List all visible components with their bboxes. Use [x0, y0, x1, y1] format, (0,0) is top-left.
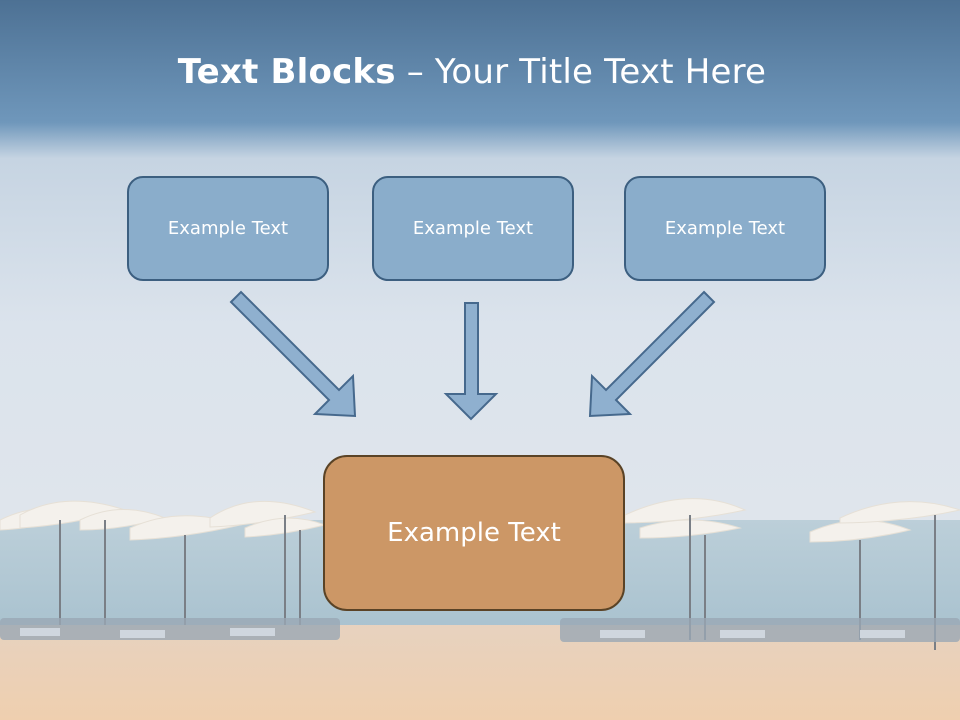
arrow-right-diagonal [588, 290, 716, 418]
text-block-3[interactable]: Example Text [624, 176, 826, 281]
title-rest: Your Title Text Here [434, 52, 767, 92]
slide-title: Text Blocks – Your Title Text Here [0, 52, 944, 92]
text-block-target[interactable]: Example Text [323, 455, 625, 611]
title-dash: – [395, 52, 435, 92]
text-block-2[interactable]: Example Text [372, 176, 574, 281]
arrow-left-diagonal [229, 290, 357, 418]
arrow-center-down [443, 302, 499, 421]
title-bold-part: Text Blocks [177, 52, 396, 92]
text-block-1[interactable]: Example Text [127, 176, 329, 281]
